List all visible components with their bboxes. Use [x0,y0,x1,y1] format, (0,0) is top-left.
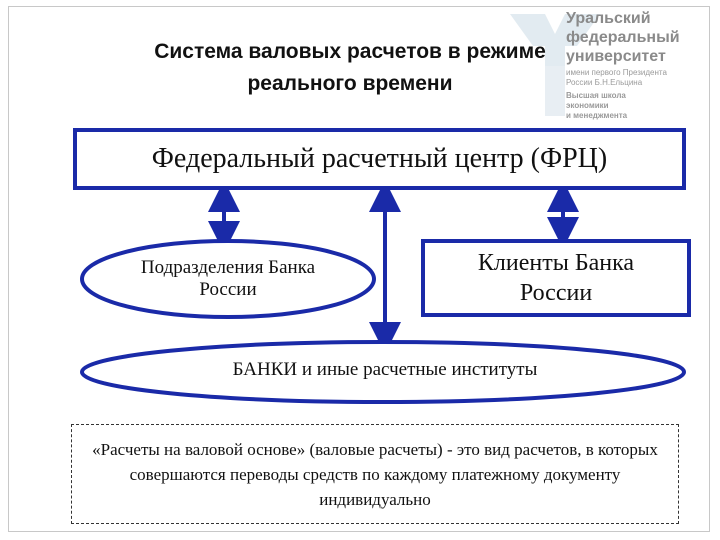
logo-line-2: федеральный [566,29,680,46]
university-logo-mark [510,14,600,116]
logo-line-5: России Б.Н.Ельцина [566,78,643,87]
logo-line-7: экономики [566,101,609,110]
subdivisions-ellipse [80,239,376,319]
logo-line-1: Уральский [566,10,651,27]
slide-border [8,6,710,532]
frc-box: Федеральный расчетный центр (ФРЦ) [73,128,686,190]
logo-line-4: имени первого Президента [566,68,667,77]
subdivisions-label: Подразделения Банка России [140,257,316,300]
logo-line-8: и менеджмента [566,111,628,120]
logo-line-3: университет [566,48,666,65]
logo-line-6: Высшая школа [566,91,626,100]
clients-box: Клиенты Банка России [421,239,691,317]
clients-label: Клиенты Банка России [477,250,635,306]
definition-box: «Расчеты на валовой основе» (валовые рас… [71,424,679,524]
slide-title: Система валовых расчетов в режиме реальн… [154,40,546,95]
frc-label: Федеральный расчетный центр (ФРЦ) [151,143,608,174]
banks-label: БАНКИ и иные расчетные институты [232,359,538,380]
definition-text: «Расчеты на валовой основе» (валовые рас… [92,439,658,509]
banks-ellipse [80,340,686,404]
